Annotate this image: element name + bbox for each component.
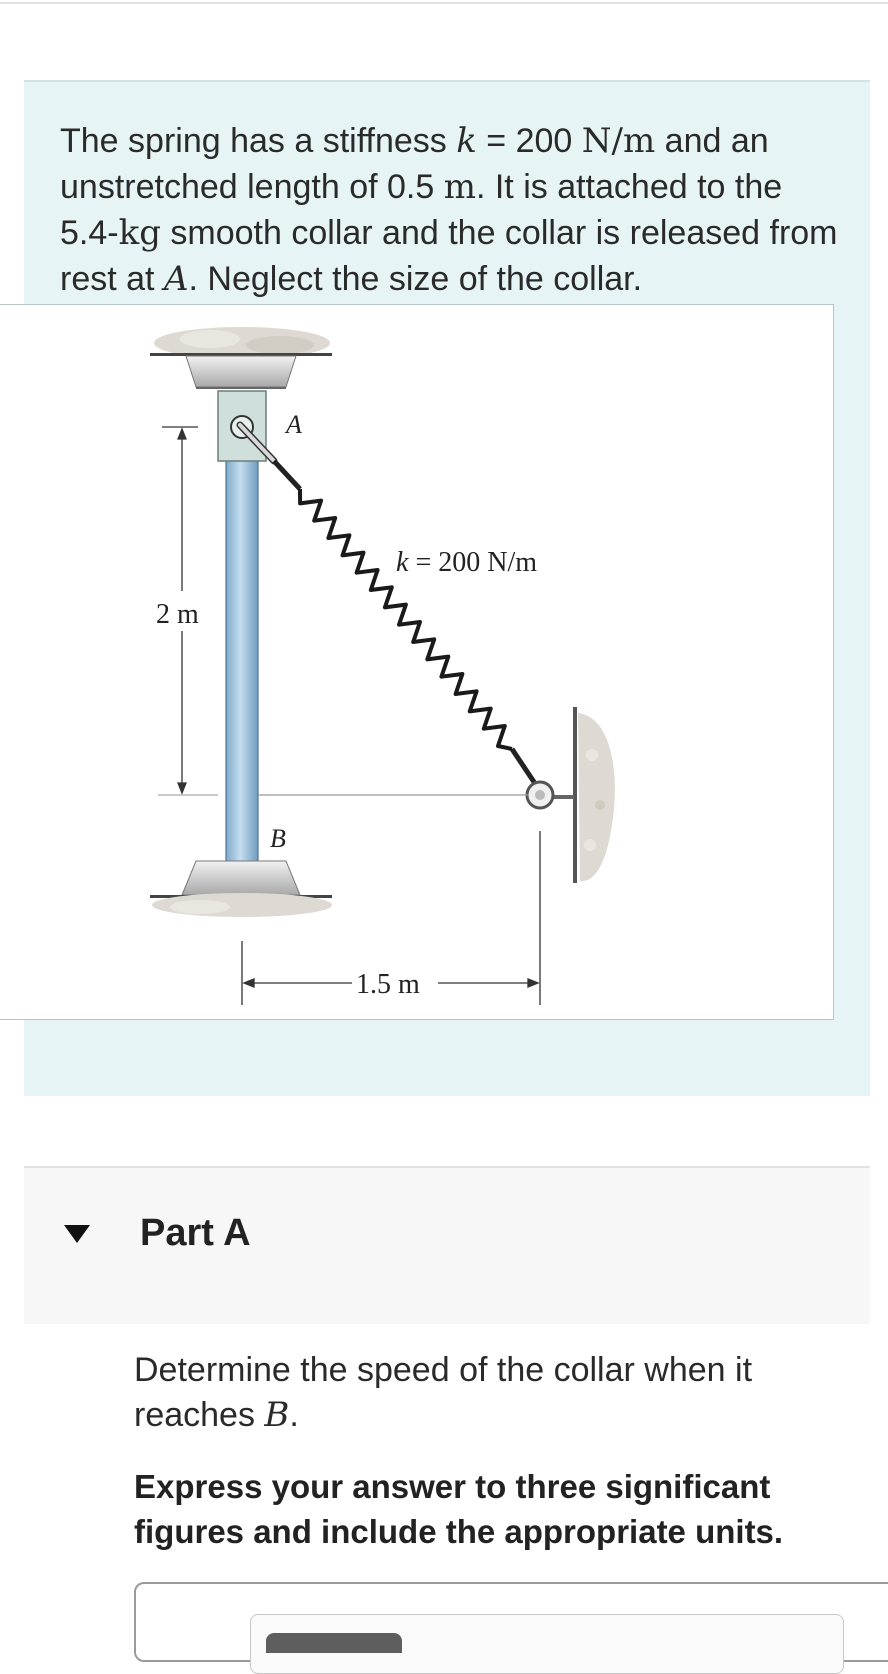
label-a: A bbox=[284, 410, 302, 439]
part-title: Part A bbox=[140, 1212, 251, 1254]
question-text-1: Determine the speed of the collar when i… bbox=[134, 1351, 753, 1434]
spring-stiffness-label: k = 200 N/m bbox=[396, 547, 537, 578]
top-divider bbox=[0, 2, 888, 4]
mass-unit: kg bbox=[118, 213, 161, 253]
height-label: 2 m bbox=[156, 599, 199, 630]
spring bbox=[272, 459, 555, 810]
vertical-rod bbox=[225, 448, 259, 866]
point-b-symbol: B bbox=[264, 1395, 290, 1435]
point-a-symbol: A bbox=[163, 259, 189, 299]
figure-container: A B k = 200 N/m 2 m 1.5 m bbox=[0, 304, 834, 1020]
width-dimension bbox=[241, 831, 541, 1005]
bottom-ground-support bbox=[150, 860, 332, 917]
collapse-caret-icon[interactable] bbox=[62, 1223, 92, 1245]
part-a-header[interactable]: Part A bbox=[24, 1166, 870, 1324]
length-unit: m bbox=[443, 167, 476, 207]
intro-text-2: = 200 bbox=[476, 122, 582, 160]
templates-toolbar-button[interactable] bbox=[266, 1633, 402, 1653]
problem-statement: The spring has a stiffness k = 200 N/m a… bbox=[60, 118, 850, 302]
height-dimension bbox=[158, 426, 528, 796]
collar bbox=[217, 390, 278, 465]
question-text: Determine the speed of the collar when i… bbox=[134, 1348, 854, 1438]
stiffness-unit: N/m bbox=[581, 121, 656, 161]
stiffness-symbol: k bbox=[456, 121, 477, 161]
intro-text-3: and an unstretched length of 0.5 bbox=[60, 122, 769, 206]
label-b: B bbox=[270, 824, 286, 853]
collar-spring-diagram: A B k = 200 N/m 2 m 1.5 m bbox=[150, 327, 615, 1005]
question-text-2: . bbox=[289, 1396, 299, 1434]
intro-text-1: The spring has a stiffness bbox=[60, 122, 457, 160]
top-ground-support bbox=[150, 327, 332, 389]
intro-text-6: . Neglect the size of the collar. bbox=[188, 260, 643, 298]
right-wall-support bbox=[540, 707, 615, 883]
intro-text-4: . It is attached to the 5.4- bbox=[60, 168, 783, 252]
answer-instruction: Express your answer to three significant… bbox=[134, 1468, 784, 1550]
intro-text-5: smooth collar and the collar is released… bbox=[60, 214, 838, 298]
width-label: 1.5 m bbox=[356, 969, 420, 1000]
spring-coil bbox=[298, 488, 513, 751]
